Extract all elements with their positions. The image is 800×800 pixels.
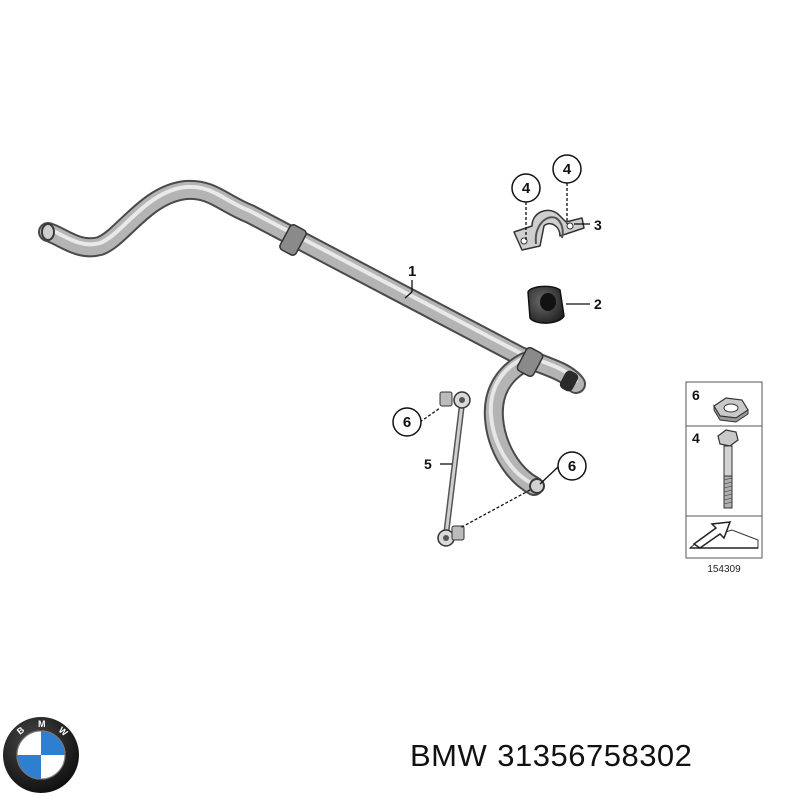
stabilizer-bar [38, 179, 586, 496]
callout-1: 1 [408, 263, 416, 280]
legend-arrow-icon [688, 521, 759, 549]
brand-name: BMW [410, 738, 488, 773]
callout-4-left: 4 [511, 173, 541, 203]
svg-text:4: 4 [522, 180, 531, 197]
svg-text:6: 6 [692, 387, 700, 403]
callout-4-right: 4 [552, 154, 582, 184]
svg-text:6: 6 [403, 414, 411, 431]
leader-lines [404, 183, 590, 529]
part-caption: BMW 31356758302 [410, 738, 790, 774]
svg-text:6: 6 [568, 458, 576, 475]
callout-2: 2 [594, 296, 602, 312]
bmw-logo: B M W [3, 717, 79, 793]
svg-text:M: M [38, 719, 46, 729]
bracket [513, 209, 585, 251]
stabilizer-link [437, 391, 471, 547]
callout-6-lower: 6 [557, 451, 587, 481]
svg-text:5: 5 [424, 456, 432, 472]
svg-text:B: B [15, 724, 27, 736]
legend-item-nut: 6 [692, 387, 749, 423]
svg-text:2: 2 [594, 296, 602, 312]
part-number: 31356758302 [497, 738, 693, 773]
diagram-number: 154309 [707, 564, 741, 575]
svg-text:4: 4 [692, 430, 700, 446]
svg-text:3: 3 [594, 217, 602, 233]
callout-3: 3 [594, 217, 602, 233]
svg-text:4: 4 [563, 161, 572, 178]
legend-item-bolt: 4 [692, 429, 739, 509]
callout-6-upper: 6 [392, 407, 422, 437]
callout-5: 5 [424, 456, 432, 472]
rubber-mounting [527, 285, 565, 324]
svg-text:1: 1 [408, 263, 416, 280]
